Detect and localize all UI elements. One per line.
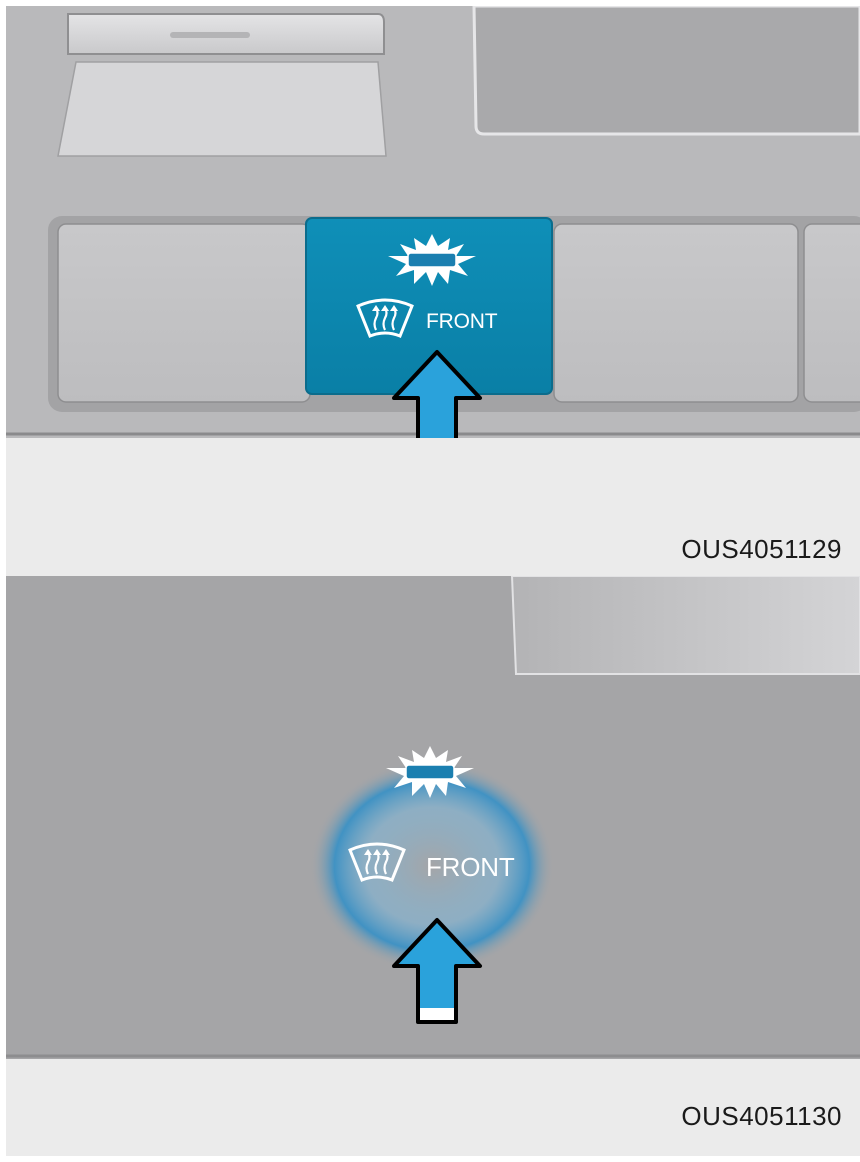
front-defrost-touch-button[interactable]: FRONT (302, 736, 562, 936)
front-defrost-icon (348, 842, 406, 882)
figure-code: OUS4051130 (681, 1101, 842, 1131)
front-defrost-icon (356, 298, 414, 338)
figure-code: OUS4051129 (681, 534, 842, 564)
front-button-label: FRONT (426, 310, 498, 333)
touch-glow (310, 760, 554, 972)
figure-caption-area: OUS4051130 (6, 1059, 860, 1156)
dashboard-panel-touch-button: FRONT (6, 576, 860, 1059)
figure-caption-area: OUS4051129 (6, 438, 860, 576)
press-arrow-icon (392, 918, 482, 1024)
indicator-light-icon (388, 234, 476, 286)
dashboard-panel-physical-buttons: FRONT (6, 6, 860, 438)
front-button-label: FRONT (426, 852, 515, 882)
press-arrow-icon (392, 350, 482, 438)
indicator-light-icon (386, 746, 474, 798)
front-defrost-button[interactable]: FRONT (304, 216, 554, 396)
